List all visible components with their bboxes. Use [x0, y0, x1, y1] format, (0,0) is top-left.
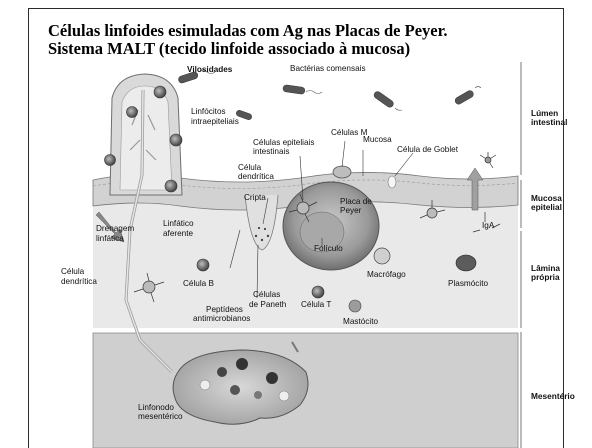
label-celulas-paneth-2: de Paneth — [249, 300, 286, 309]
label-linfocitos: Linfócitos — [191, 107, 226, 116]
label-bacterias-comensais: Bactérias comensais — [290, 64, 366, 73]
label-aferente: aferente — [163, 229, 193, 238]
label-drenagem: Drenagem — [96, 224, 134, 233]
label-peptideos: Peptídeos — [206, 305, 243, 314]
label-celula-dendritica-1: Célula — [238, 163, 261, 172]
region-lumen-2: intestinal — [531, 118, 567, 127]
label-foliculo: Folículo — [314, 244, 343, 253]
label-celulas-paneth-1: Células — [253, 290, 280, 299]
label-mucosa: Mucosa — [363, 135, 392, 144]
label-celula-dendritica-2: dendrítica — [238, 172, 274, 181]
label-linfonodo: Linfonodo — [138, 403, 174, 412]
label-peyer: Peyer — [340, 206, 361, 215]
label-macrofago: Macrófago — [367, 270, 406, 279]
region-mucosa-2: epitelial — [531, 203, 562, 212]
label-linfatico: Linfático — [163, 219, 194, 228]
label-celula-dendritica-left-2: dendrítica — [61, 277, 97, 286]
label-iga: IgA — [482, 221, 494, 230]
label-celula-goblet: Célula de Goblet — [397, 145, 458, 154]
m-cell — [333, 166, 351, 178]
label-vilosidades: Vilosidades — [187, 65, 232, 74]
label-antimicrobianos: antimicrobianos — [193, 314, 250, 323]
label-celulas-epiteliais: Células epiteliais — [253, 138, 314, 147]
label-intraepiteliais: intraepiteliais — [191, 117, 239, 126]
region-lamina-2: própria — [531, 273, 560, 282]
label-celula-t: Célula T — [301, 300, 331, 309]
label-mesenterico: mesentérico — [138, 412, 183, 421]
region-mesenterio: Mesentério — [531, 392, 575, 401]
label-celula-b: Célula B — [183, 279, 214, 288]
label-celula-dendritica-left-1: Célula — [61, 267, 84, 276]
label-celulas-m: Células M — [331, 128, 367, 137]
label-linfatica: linfática — [96, 234, 124, 243]
label-cripta: Cripta — [244, 193, 266, 202]
label-intestinais: intestinais — [253, 147, 289, 156]
label-plasmocito: Plasmócito — [448, 279, 488, 288]
label-mastocito: Mastócito — [343, 317, 378, 326]
goblet-cell — [388, 176, 396, 188]
label-placa-de: Placa de — [340, 197, 372, 206]
